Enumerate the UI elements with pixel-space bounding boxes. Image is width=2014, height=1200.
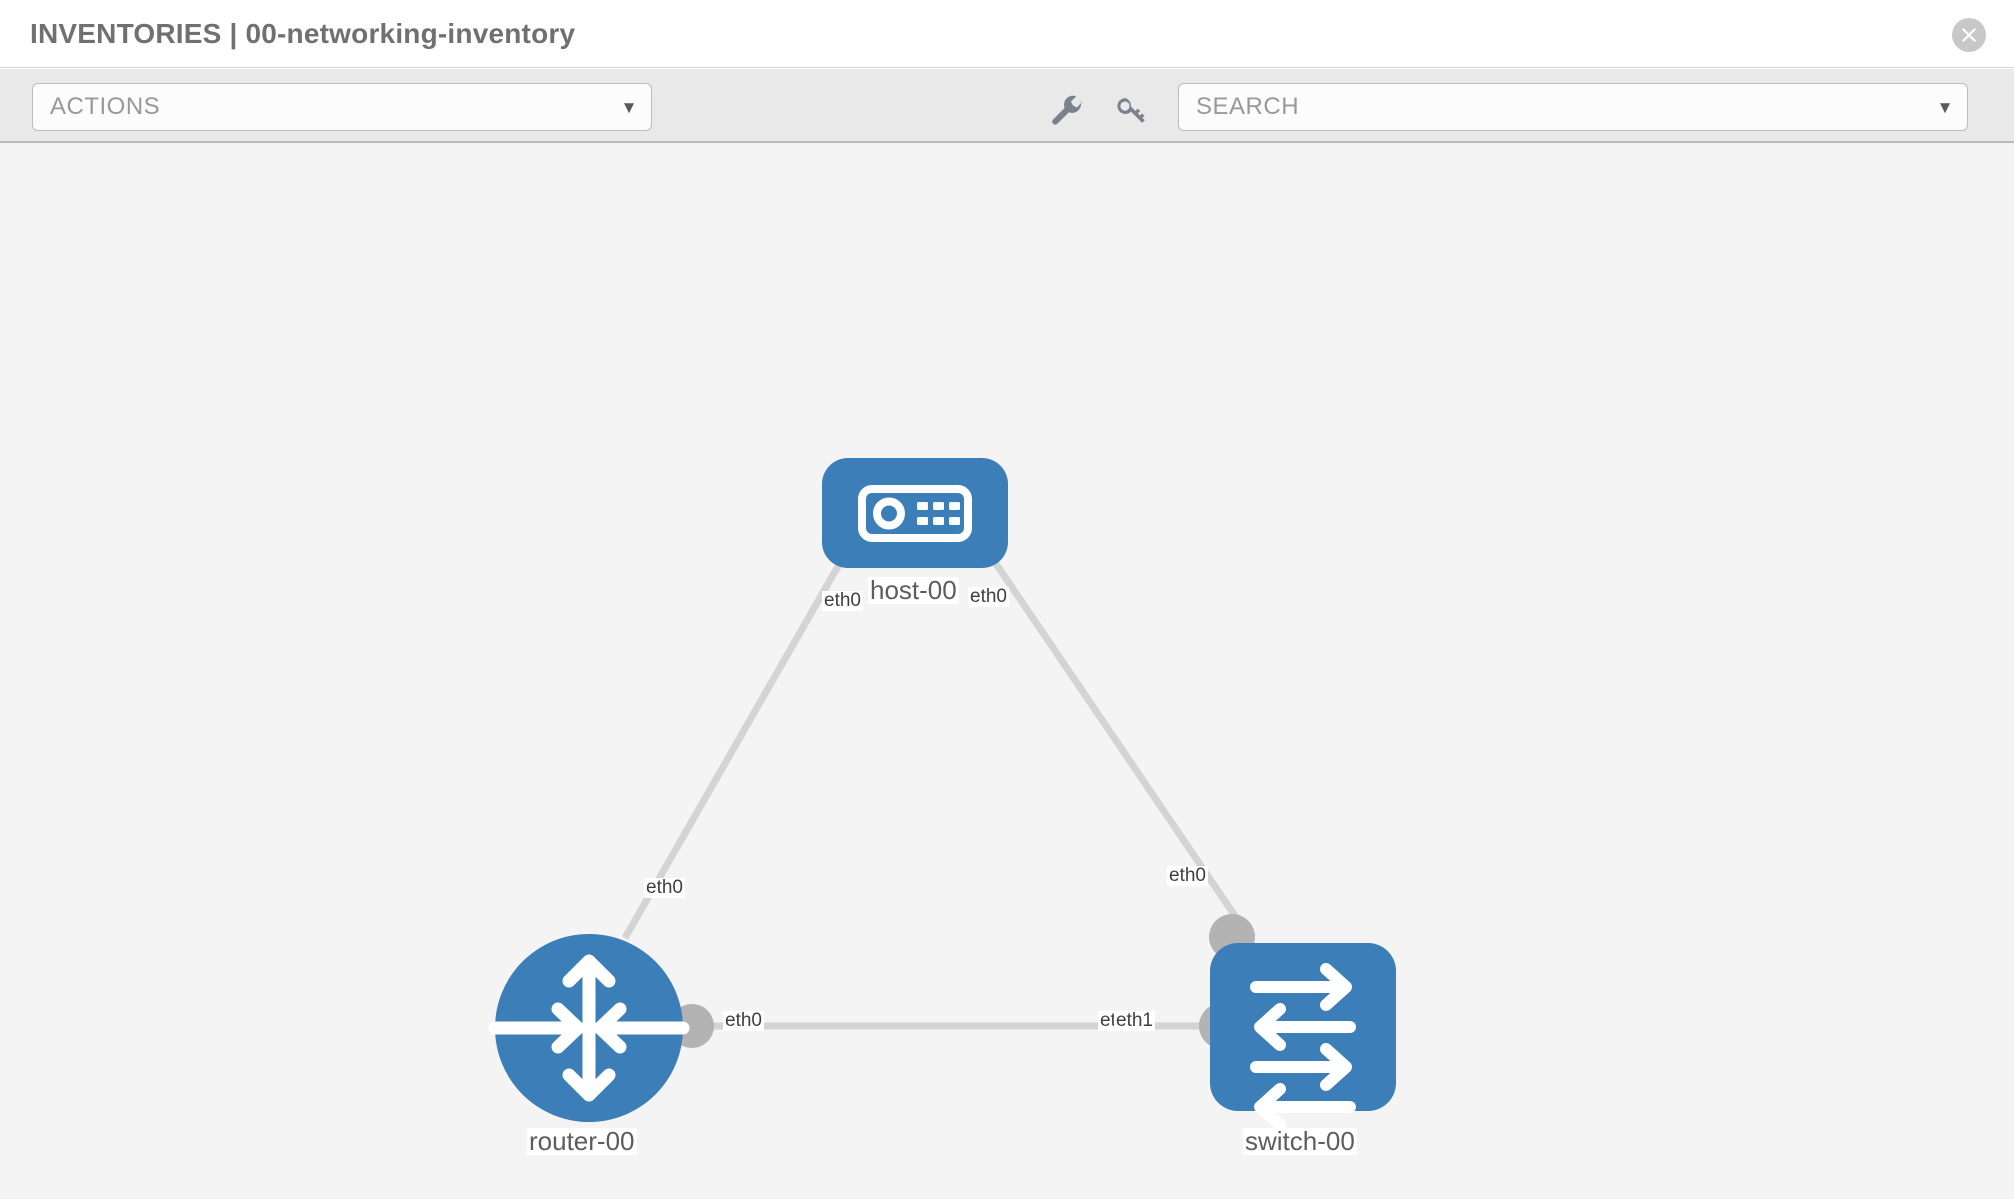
iface-label: eth0 — [723, 1010, 764, 1031]
node-label-switch-00: switch-00 — [1243, 1126, 1357, 1156]
search-input[interactable]: SEARCH ▼ — [1178, 83, 1968, 131]
topology-links — [621, 491, 1253, 1030]
toolbar: ACTIONS ▼ SEARCH ▼ — [0, 68, 2014, 143]
link-host00-router00[interactable] — [621, 491, 884, 940]
topology-graph — [488, 458, 1396, 1131]
page-title: INVENTORIES | 00-networking-inventory — [30, 18, 576, 49]
node-router-00[interactable] — [488, 934, 690, 1122]
iface-label: eth1 — [1114, 1010, 1155, 1031]
node-label-host-00: host-00 — [868, 575, 959, 605]
close-icon[interactable] — [1952, 18, 1986, 52]
switch-arrows-icon — [1250, 963, 1356, 1131]
iface-label: eth0 — [968, 586, 1009, 607]
iface-label: eth0 — [1167, 865, 1208, 886]
server-icon — [858, 485, 972, 542]
node-host-00[interactable] — [822, 458, 1008, 568]
actions-dropdown[interactable]: ACTIONS ▼ — [32, 83, 652, 131]
chevron-down-icon[interactable]: ▼ — [1936, 97, 1954, 117]
iface-label: eth0 — [822, 590, 863, 611]
iface-label: eth0 — [644, 877, 685, 898]
node-switch-00[interactable] — [1210, 943, 1396, 1131]
router-arrows-icon — [488, 954, 690, 1102]
search-placeholder: SEARCH — [1196, 93, 1300, 120]
chevron-down-icon[interactable]: ▼ — [620, 97, 638, 117]
actions-placeholder: ACTIONS — [50, 93, 161, 120]
key-icon[interactable] — [1112, 94, 1150, 137]
topology-canvas[interactable]: eth0 eth0 eth0 eth0 eth0 eth eth1 host-0… — [0, 143, 2014, 1199]
link-host00-switch00[interactable] — [945, 491, 1253, 940]
wrench-icon[interactable] — [1048, 94, 1086, 137]
page-header: INVENTORIES | 00-networking-inventory — [0, 0, 2014, 68]
node-label-router-00: router-00 — [527, 1126, 637, 1156]
